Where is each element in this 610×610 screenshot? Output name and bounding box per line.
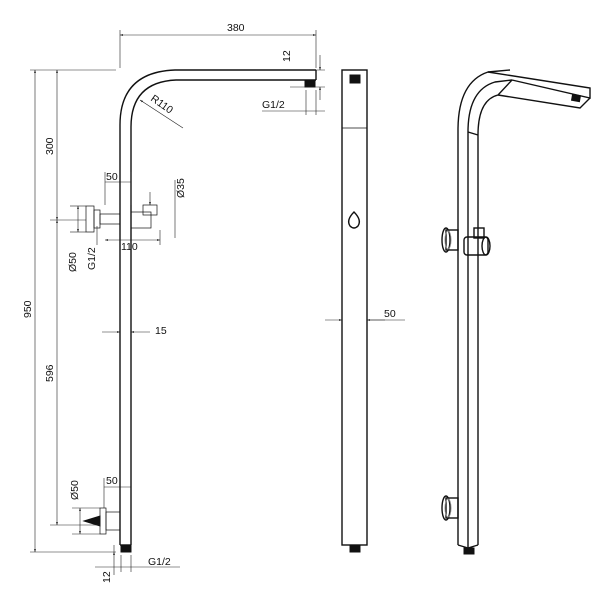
- front-bottom-outlet: [349, 544, 361, 553]
- dim-bracket-offset-bottom: 50: [106, 475, 118, 487]
- side-view: 380 12 G1/2 R110 950 300 596 50: [22, 22, 325, 583]
- dim-bracket-diameter-top: Ø50: [67, 252, 79, 272]
- front-view: 50: [325, 69, 405, 553]
- side-tube-outer: [119, 69, 316, 545]
- side-lower-bracket: [82, 507, 121, 535]
- dim-outlet-bottom: 12: [101, 571, 113, 583]
- dim-upper-height: 300: [44, 137, 56, 155]
- dim-radius: R110: [148, 93, 175, 117]
- persp-upper-bracket: [441, 227, 459, 253]
- dim-lower-height: 596: [44, 364, 56, 382]
- dim-thread-top: G1/2: [262, 99, 285, 111]
- front-tube: [341, 69, 368, 546]
- persp-tube-back: [457, 69, 511, 545]
- dim-front-width: 50: [384, 308, 396, 320]
- persp-lower-bracket: [441, 495, 459, 521]
- dim-diverter-diameter: Ø35: [175, 178, 187, 198]
- front-diverter: [347, 211, 361, 229]
- persp-bottom-outlet: [463, 547, 475, 555]
- dim-thread-bottom: G1/2: [148, 556, 171, 568]
- dim-total-height: 950: [22, 300, 34, 318]
- side-bottom-outlet: [120, 544, 132, 553]
- side-tube-inner: [130, 79, 316, 545]
- persp-diverter: [463, 227, 491, 256]
- perspective-view: [441, 69, 591, 555]
- side-upper-bracket: [85, 204, 158, 233]
- side-top-outlet: [304, 79, 316, 88]
- dim-tube-width: 15: [155, 325, 167, 337]
- dim-bracket-offset-top: 50: [106, 171, 118, 183]
- persp-top-arm: [487, 71, 591, 99]
- front-top-outlet: [349, 74, 361, 84]
- dim-bracket-depth: 110: [121, 241, 138, 253]
- dim-thread-mid: G1/2: [86, 247, 98, 270]
- dim-width-top: 380: [227, 22, 245, 34]
- dim-outlet-height: 12: [281, 50, 293, 62]
- dim-bracket-diameter-bottom: Ø50: [69, 480, 81, 500]
